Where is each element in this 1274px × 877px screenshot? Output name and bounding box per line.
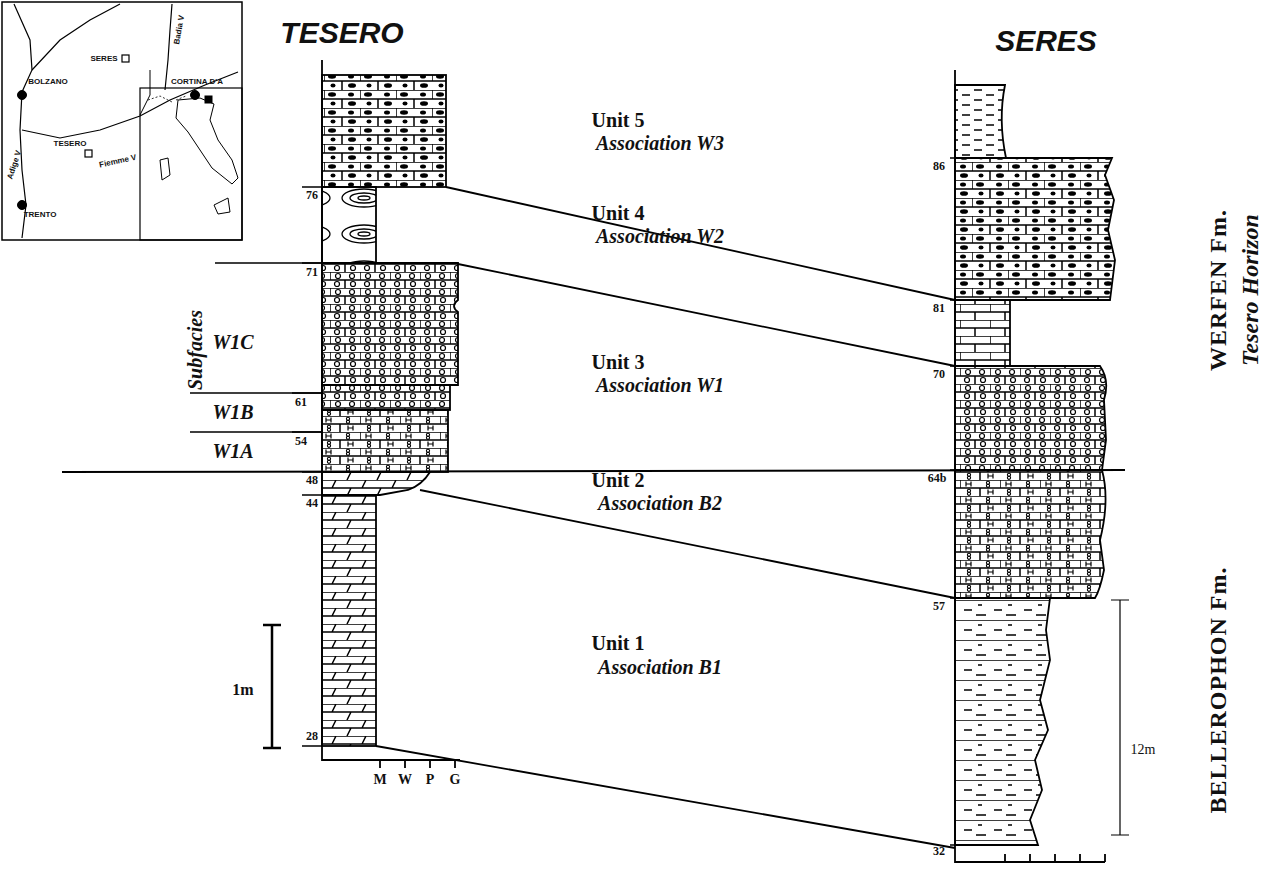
association-label: Association B1 <box>598 656 722 678</box>
association-label: Association W3 <box>596 132 724 154</box>
sample-number: 61 <box>295 396 307 409</box>
map-label: CORTINA D'A <box>171 78 223 87</box>
location-map <box>2 2 242 240</box>
section-title: TESERO <box>280 16 403 49</box>
map-label: Fiemme V <box>99 154 138 170</box>
grain-axis-label: P <box>426 772 435 787</box>
map-label: Adige V <box>6 149 24 180</box>
sample-number: 28 <box>306 730 318 743</box>
sample-number: 48 <box>306 474 318 487</box>
sample-number: 32 <box>933 845 945 858</box>
unit-label: Unit 2 <box>592 469 645 491</box>
grain-axis-label: M <box>373 772 386 787</box>
sample-number: 54 <box>295 435 307 448</box>
sample-number: 70 <box>933 368 945 381</box>
subfacies-label: W1A <box>212 440 253 462</box>
formation-name: WERFEN Fm. <box>1205 209 1231 371</box>
sample-number: 57 <box>933 600 945 613</box>
association-label: Association B2 <box>598 492 722 514</box>
seres-column <box>950 70 1129 862</box>
map-label: TRENTO <box>24 211 57 220</box>
grain-axis-label: W <box>398 772 412 787</box>
scale-label: 1m <box>232 681 253 699</box>
tesero-column <box>190 60 460 768</box>
sample-number: 81 <box>933 302 945 315</box>
sample-number: 44 <box>306 497 318 510</box>
sample-number: 76 <box>306 189 318 202</box>
subfacies-label: W1C <box>212 331 253 353</box>
association-label: Association W1 <box>596 374 724 396</box>
scale-label: 12m <box>1131 742 1156 757</box>
formation-name: BELLEROPHON Fm. <box>1205 566 1231 813</box>
unit-label: Unit 4 <box>592 202 645 224</box>
correlation-lines <box>376 187 955 848</box>
grain-axis-label: G <box>450 772 461 787</box>
association-label: Association W2 <box>596 225 724 247</box>
map-label: Badia V <box>173 15 187 45</box>
sample-number: 86 <box>933 160 945 173</box>
map-label: SERES <box>90 55 117 64</box>
section-title: SERES <box>995 24 1097 57</box>
unit-label: Unit 1 <box>592 632 645 654</box>
map-label: TESERO <box>54 140 87 149</box>
subfacies-label: W1B <box>212 401 253 423</box>
unit-label: Unit 3 <box>592 351 645 373</box>
horizon-name: Tesero Horizon <box>1237 214 1263 366</box>
sample-number: 71 <box>306 266 318 279</box>
sample-number: 64b <box>928 472 947 485</box>
map-label: BOLZANO <box>28 78 68 87</box>
unit-label: Unit 5 <box>592 109 645 131</box>
subfacies-label: Subfacies <box>184 310 206 390</box>
